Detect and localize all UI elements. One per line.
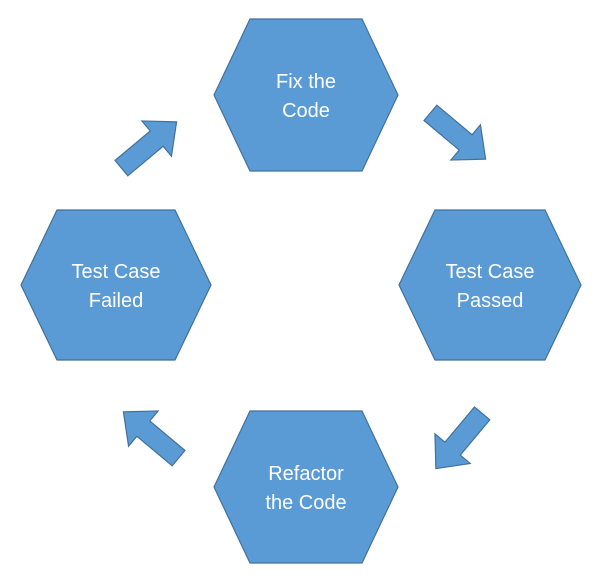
arrow-icon-refactor-to-failed — [122, 410, 186, 467]
cycle-arrows — [114, 104, 491, 470]
node-refactor-the-code: Refactor the Code — [213, 410, 399, 564]
node-label-line2: the Code — [265, 492, 346, 514]
node-label-line2: Failed — [89, 290, 143, 312]
node-label-line1: Test Case — [72, 261, 161, 283]
hexagon-shape — [213, 410, 399, 564]
node-label-line1: Test Case — [446, 261, 535, 283]
arrow-icon-fix-to-passed — [423, 104, 487, 161]
node-label-line1: Refactor — [268, 463, 344, 485]
node-fix-the-code: Fix the Code — [213, 18, 399, 172]
hexagon-shape — [213, 18, 399, 172]
node-test-case-passed: Test Case Passed — [398, 209, 582, 361]
arrow-icon-passed-to-refactor — [434, 406, 491, 470]
node-label-line2: Passed — [457, 290, 524, 312]
node-test-case-failed: Test Case Failed — [20, 209, 212, 361]
arrow-icon-failed-to-fix — [114, 120, 178, 177]
node-label-line1: Fix the — [276, 71, 336, 93]
hexagon-shape — [20, 209, 212, 361]
node-label-line2: Code — [282, 100, 330, 122]
hexagon-shape — [398, 209, 582, 361]
